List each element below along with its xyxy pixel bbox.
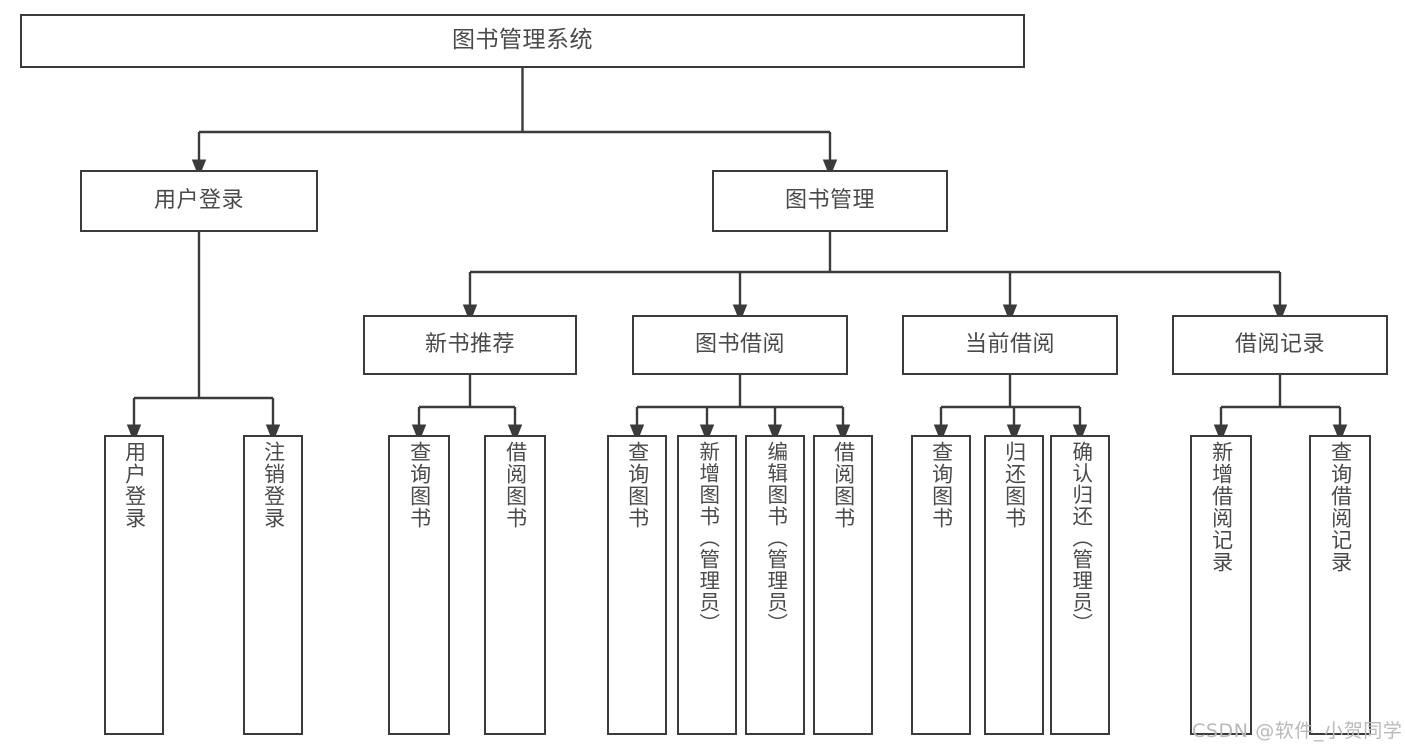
leaf-logout[interactable]: 注销登录 [243,435,303,735]
node-label: 注销登录 [261,441,286,529]
node-root[interactable]: 图书管理系统 [20,14,1025,68]
node-label: 查询借阅记录 [1328,441,1353,573]
node-label: 查询图书 [929,441,954,529]
node-label: 查询图书 [407,441,432,529]
leaf-add-borrow-record[interactable]: 新增借阅记录 [1190,435,1252,735]
csdn-watermark: CSDN @软件_小贺同学 [1192,720,1403,742]
leaf-query-book-recommend[interactable]: 查询图书 [388,435,450,735]
leaf-add-book-admin[interactable]: 新增图书（管理员） [677,435,737,735]
node-current-borrow[interactable]: 当前借阅 [902,315,1118,375]
node-label: 当前借阅 [964,331,1055,357]
node-label: 用户登录 [153,187,244,213]
node-book-borrow[interactable]: 图书借阅 [632,315,848,375]
leaf-edit-book-admin[interactable]: 编辑图书（管理员） [745,435,805,735]
node-label: 图书管理 [784,187,875,213]
node-label: 借阅图书 [831,441,856,529]
node-label: 新增图书（管理员） [695,441,720,635]
node-label: 用户登录 [122,441,147,529]
node-label: 新增借阅记录 [1209,441,1234,573]
leaf-query-book-borrow[interactable]: 查询图书 [607,435,667,735]
leaf-user-login[interactable]: 用户登录 [104,435,164,735]
node-label: 图书借阅 [694,331,785,357]
leaf-borrow-book-recommend[interactable]: 借阅图书 [484,435,546,735]
node-borrow-record[interactable]: 借阅记录 [1172,315,1388,375]
node-label: 新书推荐 [424,331,515,357]
node-label: 借阅图书 [503,441,528,529]
node-label: 编辑图书（管理员） [763,441,788,635]
node-label: 确认归还（管理员） [1068,441,1093,635]
node-new-book-recommend[interactable]: 新书推荐 [363,315,577,375]
node-user-login[interactable]: 用户登录 [80,170,318,232]
node-label: 查询图书 [625,441,650,529]
node-label: 图书管理系统 [452,27,593,54]
leaf-borrow-book[interactable]: 借阅图书 [813,435,873,735]
node-book-management[interactable]: 图书管理 [712,170,948,232]
leaf-return-book[interactable]: 归还图书 [984,435,1044,735]
leaf-query-book-current[interactable]: 查询图书 [911,435,971,735]
leaf-query-borrow-record[interactable]: 查询借阅记录 [1309,435,1371,735]
node-label: 借阅记录 [1234,331,1325,357]
node-label: 归还图书 [1002,441,1027,529]
leaf-confirm-return-admin[interactable]: 确认归还（管理员） [1050,435,1110,735]
